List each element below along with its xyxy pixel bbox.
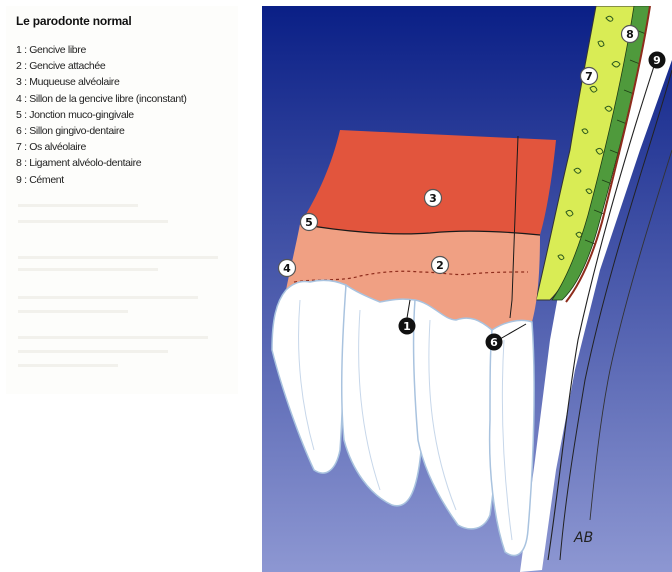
legend-label: Jonction muco-gingivale: [29, 109, 134, 121]
marker-9-label: 9: [653, 54, 661, 67]
legend-item: 6 : Sillon gingivo-dentaire: [16, 123, 187, 139]
legend-item: 5 : Jonction muco-gingivale: [16, 107, 187, 123]
legend-item: 2 : Gencive attachée: [16, 58, 187, 74]
legend-label: Gencive libre: [29, 44, 86, 56]
tooth-crown: [490, 320, 534, 555]
legend-number: 5: [16, 109, 22, 121]
bleed-through-text: [18, 204, 138, 207]
bleed-through-text: [18, 350, 168, 353]
bleed-through-text: [18, 256, 218, 259]
bleed-through-text: [18, 220, 168, 223]
marker-1: 1: [399, 318, 416, 335]
bleed-through-text: [18, 310, 128, 313]
marker-2: 2: [432, 257, 449, 274]
bleed-through-text: [18, 296, 198, 299]
legend-item: 4 : Sillon de la gencive libre (inconsta…: [16, 91, 187, 107]
bleed-through-text: [18, 364, 118, 367]
marker-6-label: 6: [490, 336, 498, 349]
bleed-through-text: [18, 336, 208, 339]
legend-label: Ligament alvéolo-dentaire: [29, 157, 141, 169]
legend-number: 4: [16, 93, 22, 105]
marker-6: 6: [486, 334, 503, 351]
legend-title: Le parodonte normal: [16, 14, 132, 28]
legend-label: Sillon de la gencive libre (inconstant): [29, 93, 186, 105]
legend-number: 9: [16, 174, 22, 186]
legend-number: 1: [16, 44, 22, 56]
legend-label: Muqueuse alvéolaire: [29, 76, 119, 88]
legend-item: 7 : Os alvéolaire: [16, 139, 187, 155]
marker-3-label: 3: [429, 192, 437, 205]
marker-4-label: 4: [283, 262, 291, 275]
marker-7-label: 7: [585, 70, 593, 83]
legend-label: Sillon gingivo-dentaire: [29, 125, 124, 137]
legend-item: 8 : Ligament alvéolo-dentaire: [16, 155, 187, 171]
marker-3: 3: [425, 190, 442, 207]
marker-2-label: 2: [436, 259, 444, 272]
legend-number: 2: [16, 60, 22, 72]
marker-5: 5: [301, 214, 318, 231]
bleed-through-text: [18, 268, 158, 271]
legend-panel: Le parodonte normal 1 : Gencive libre 2 …: [6, 6, 238, 394]
legend-item: 3 : Muqueuse alvéolaire: [16, 74, 187, 90]
periodontium-diagram: 1 2 3 4 5 6 7 8 9 AB: [262, 6, 672, 572]
legend-number: 7: [16, 141, 22, 153]
marker-5-label: 5: [305, 216, 313, 229]
legend-label: Cément: [29, 174, 64, 186]
legend-list: 1 : Gencive libre 2 : Gencive attachée 3…: [16, 42, 187, 188]
legend-number: 8: [16, 157, 22, 169]
marker-1-label: 1: [403, 320, 411, 333]
marker-8-label: 8: [626, 28, 634, 41]
legend-label: Os alvéolaire: [29, 141, 86, 153]
legend-number: 6: [16, 125, 22, 137]
marker-4: 4: [279, 260, 296, 277]
legend-label: Gencive attachée: [29, 60, 105, 72]
legend-number: 3: [16, 76, 22, 88]
legend-item: 1 : Gencive libre: [16, 42, 187, 58]
legend-item: 9 : Cément: [16, 172, 187, 188]
marker-9: 9: [649, 52, 666, 69]
artist-signature: AB: [573, 530, 593, 546]
marker-7: 7: [581, 68, 598, 85]
marker-8: 8: [622, 26, 639, 43]
